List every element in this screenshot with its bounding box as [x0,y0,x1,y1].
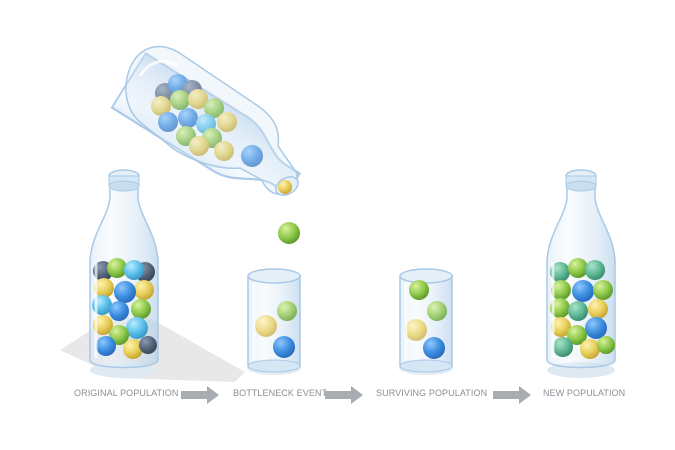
right-arrow-icon [181,386,219,404]
new-population-balls [550,258,615,359]
surviving-glass [399,268,453,375]
label-original-population: ORIGINAL POPULATION [74,388,179,398]
right-arrow-icon [325,386,363,404]
right-arrow-icon [493,386,531,404]
bottleneck-glass [247,268,301,375]
label-bottleneck-event: BOTTLENECK EVENT [233,388,328,398]
pouring-bottle-glass [125,45,299,196]
pouring-bottle-balls [151,74,263,167]
original-population-balls [92,258,157,359]
label-surviving-population: SURVIVING POPULATION [376,388,488,398]
falling-ball [278,222,300,244]
label-new-population: NEW POPULATION [543,388,626,398]
